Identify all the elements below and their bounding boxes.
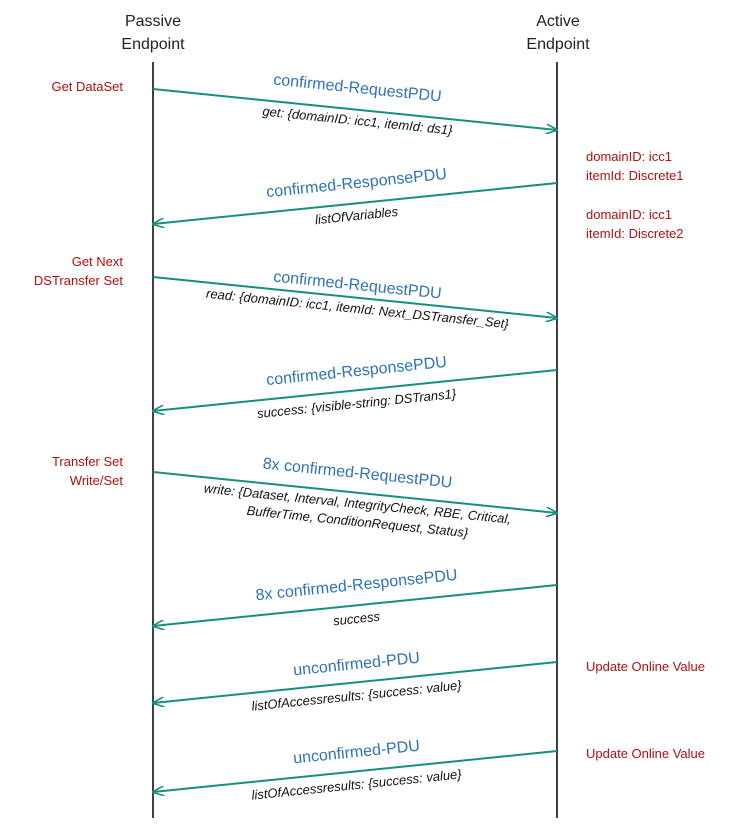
right-note: Update Online Value [586, 746, 705, 761]
message-label: confirmed-RequestPDU [273, 72, 443, 106]
message-arrow [153, 182, 558, 224]
left-note: DSTransfer Set [34, 273, 123, 288]
right-note: itemId: Discrete1 [586, 168, 684, 183]
right-note: Update Online Value [586, 659, 705, 674]
message-arrow [153, 584, 558, 626]
right-note: itemId: Discrete2 [586, 226, 684, 241]
message-arrow [152, 88, 557, 130]
message-params: get: {domainID: icc1, itemId: ds1} [262, 103, 454, 137]
message-params: success [332, 609, 381, 629]
message-arrow [153, 750, 558, 792]
message-arrow [153, 369, 558, 411]
message-arrow [152, 276, 557, 318]
message-label: unconfirmed-PDU [292, 650, 420, 680]
left-note: Write/Set [70, 473, 124, 488]
message-arrow [152, 471, 557, 513]
right-note: domainID: icc1 [586, 149, 672, 164]
left-note: Transfer Set [52, 454, 123, 469]
message-label: confirmed-ResponsePDU [265, 166, 447, 201]
message-label: unconfirmed-PDU [292, 738, 420, 768]
message-arrow [153, 661, 558, 703]
right-note: domainID: icc1 [586, 207, 672, 222]
left-note: Get DataSet [51, 79, 123, 94]
left-note: Get Next [72, 254, 124, 269]
